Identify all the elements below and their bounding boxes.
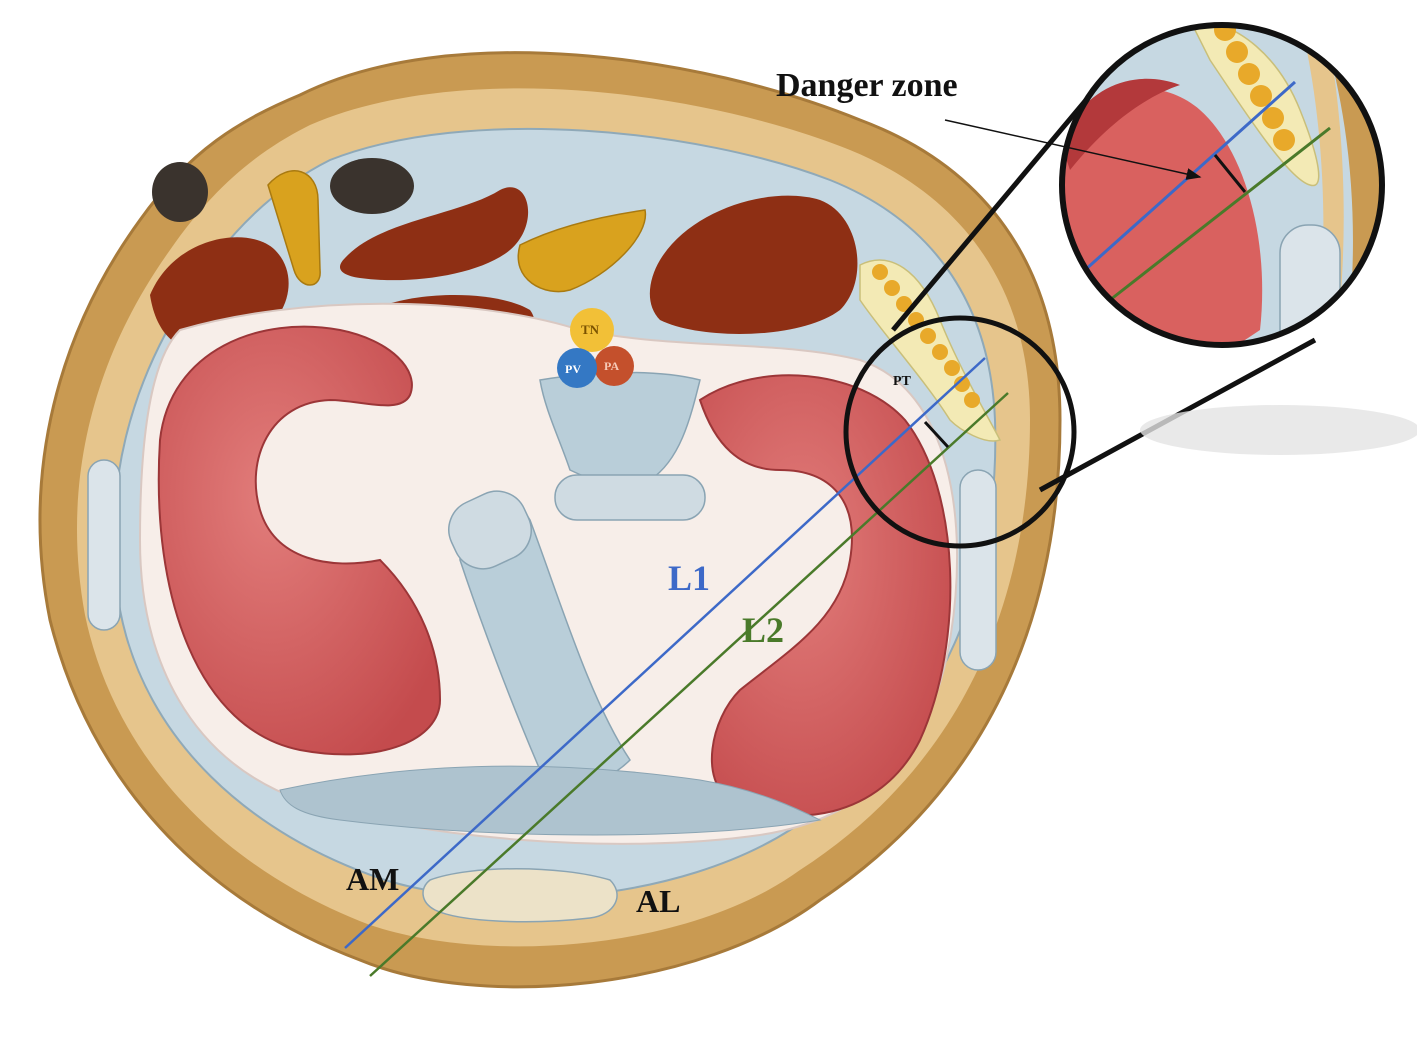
label-pt: PT — [893, 374, 912, 389]
label-pa: PA — [604, 359, 619, 373]
label-l1: L1 — [668, 558, 710, 598]
label-pv: PV — [565, 362, 581, 376]
zoom-shadow — [1140, 405, 1417, 455]
lateral-meniscus-inner — [270, 415, 390, 525]
label-l2: L2 — [742, 610, 784, 650]
patellar-tendon — [423, 869, 617, 922]
label-danger-zone: Danger zone — [776, 67, 958, 104]
popliteal-vessel-dark — [330, 158, 414, 214]
label-am: AM — [346, 861, 399, 897]
label-al: AL — [636, 883, 680, 919]
fibula-head — [152, 162, 208, 222]
pcl-insertion — [555, 475, 705, 520]
label-tn: TN — [581, 322, 600, 337]
medial-collateral — [960, 470, 996, 670]
lateral-collateral — [88, 460, 120, 630]
